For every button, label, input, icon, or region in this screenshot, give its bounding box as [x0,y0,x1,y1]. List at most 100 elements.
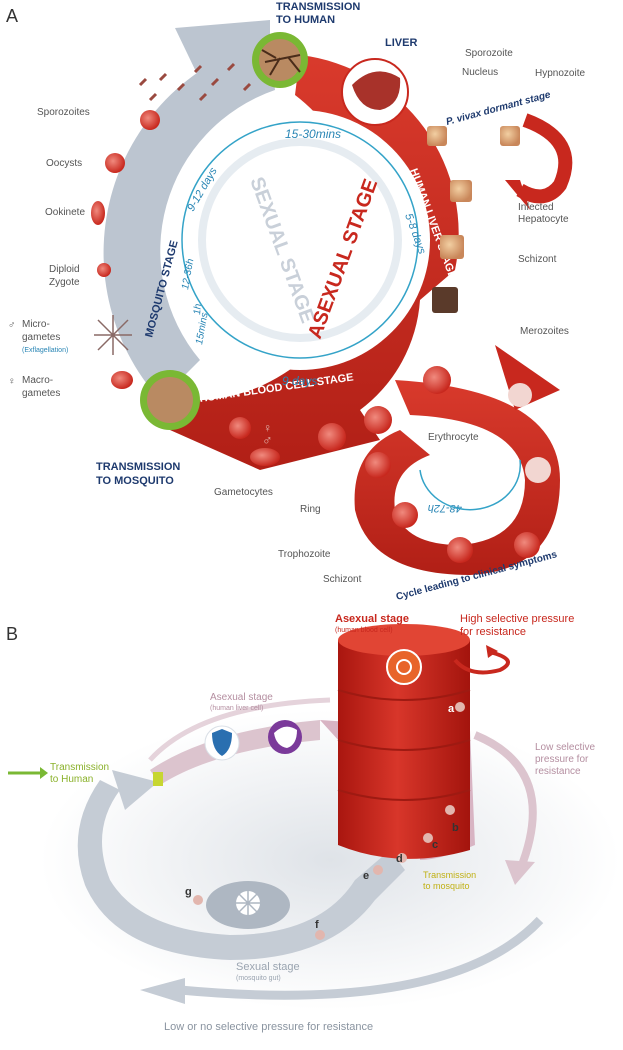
liver-icon [352,71,401,110]
trophozoite-label: Trophozoite [278,549,331,560]
rbc-7 [514,532,540,558]
ookinete-label: Ookinete [45,207,85,218]
marker-c [423,833,433,843]
panel-a: A SEXUAL STAGE ASEXUAL STAGE MOSQUITO ST… [6,1,585,603]
asexual-liver-sub: (human liver cell) [210,705,263,712]
erythrocyte-label: Erythrocyte [428,432,479,443]
to-human-pointer-head [40,767,48,779]
panel-b-letter: B [6,624,18,644]
gametocyte-1 [229,417,251,439]
male-gender-icon: ♂ [8,320,16,331]
male-symbol: ♂ [262,432,273,448]
inner-faint-ring [198,138,402,342]
low-pressure-arc-head [505,860,535,885]
rbc-5 [392,502,418,528]
mosquito-gut-rays [235,890,261,916]
oocyst-cell [105,153,125,173]
rbc-9 [508,383,532,407]
mosquito-icon [261,49,301,76]
sexual-stage-b: Sexual stage [236,961,300,973]
transmission-mosquito-label-1: TRANSMISSION [96,461,180,473]
parasite-icon [396,659,412,675]
liver-cell-5 [432,287,458,313]
bottom-arc-head [140,978,185,1004]
sexual-loop-band [77,780,406,960]
asexual-blood-label: Asexual stage [335,613,409,625]
top-arc [148,697,331,762]
gametocyte-2 [250,448,280,466]
liver-label: LIVER [385,37,417,49]
rbc-4 [365,452,391,478]
schizont-label: Schizont [518,254,557,265]
nucleus-label: Nucleus [462,67,498,78]
marker-e [373,865,383,875]
macrogamete-cell [111,371,133,389]
liver-cell-4 [440,235,464,259]
time-48-72: 48-72h [428,502,462,514]
diploid-label: Diploid [49,264,80,275]
time-12-36: 12-36h [180,258,196,291]
micro-label-3: (Exflagellation) [22,347,68,354]
marker-b [445,805,455,815]
female-symbol: ♀ [263,421,272,435]
liver-cell-3 [450,180,472,202]
sporozoite-swarm [138,62,252,102]
time-15-30: 15-30mins [285,127,341,141]
rbc-8 [525,457,551,483]
cylinder-top [338,624,470,656]
low-pressure-label-2: pressure for [535,754,589,765]
marker-a [455,702,465,712]
center-circle [170,110,430,370]
high-pressure-label-2: for resistance [460,626,526,638]
macro-label-1: Macro- [22,375,53,386]
liver-cell-icon [274,726,297,748]
letter-g: g [185,886,192,898]
cylinder-body [338,632,470,859]
rbc-1 [423,366,451,394]
hypnozoite-label: Hypnozoite [535,68,585,79]
zygote-label: Zygote [49,277,80,288]
panel-a-letter: A [6,6,18,26]
high-pressure-label-1: High selective pressure [460,613,574,625]
time-9days: 9 days [282,374,317,388]
liver-cell-2 [500,126,520,146]
transmission-mosquito-photo [147,377,193,423]
asexual-blood-sub: (human blood cell) [335,627,393,634]
sporozoites-label: Sporozoites [37,107,90,118]
infected-label-2: Hepatocyte [518,214,569,225]
gametocytes-label: Gametocytes [214,487,273,498]
transmission-mosquito-b-2: to mosquito [423,881,470,891]
letter-c: c [432,839,438,851]
letter-a: a [448,703,455,715]
vivax-arrow-head [505,180,530,210]
rbc-6 [447,537,473,563]
transmission-human-label-1: TRANSMISSION [276,1,360,13]
time-1h: 1h [192,303,204,315]
sexual-arrow-head [175,20,270,80]
stage-markers [193,702,465,940]
sporozoite-label: Sporozoite [465,48,513,59]
floor-shadow [40,710,620,1010]
shield-icon [212,729,232,756]
loop-time-arc [419,459,522,511]
merozoites-label: Merozoites [520,326,569,337]
marker-d [397,853,407,863]
cylinder-ridge-3 [337,789,471,801]
cylinder-ridge-2 [337,739,471,751]
low-pressure-label-1: Low selective [535,742,595,753]
blood-loop [354,380,560,575]
transmission-human-b-2: to Human [50,774,93,785]
panel-b: B [6,613,620,1033]
liver-cell-1 [427,126,447,146]
low-pressure-arc [473,731,537,872]
zygote-cell [97,263,111,277]
transmission-human-b-1: Transmission [50,762,109,773]
parasite-badge [386,649,422,685]
microgametes-icon [94,315,132,355]
bottom-pressure-label: Low or no selective pressure for resista… [164,1021,373,1033]
transmission-mosquito-label-2: TO MOSQUITO [96,475,174,487]
inner-time-ring [181,121,419,359]
marker-g [193,895,203,905]
to-human-arrow [112,770,158,810]
